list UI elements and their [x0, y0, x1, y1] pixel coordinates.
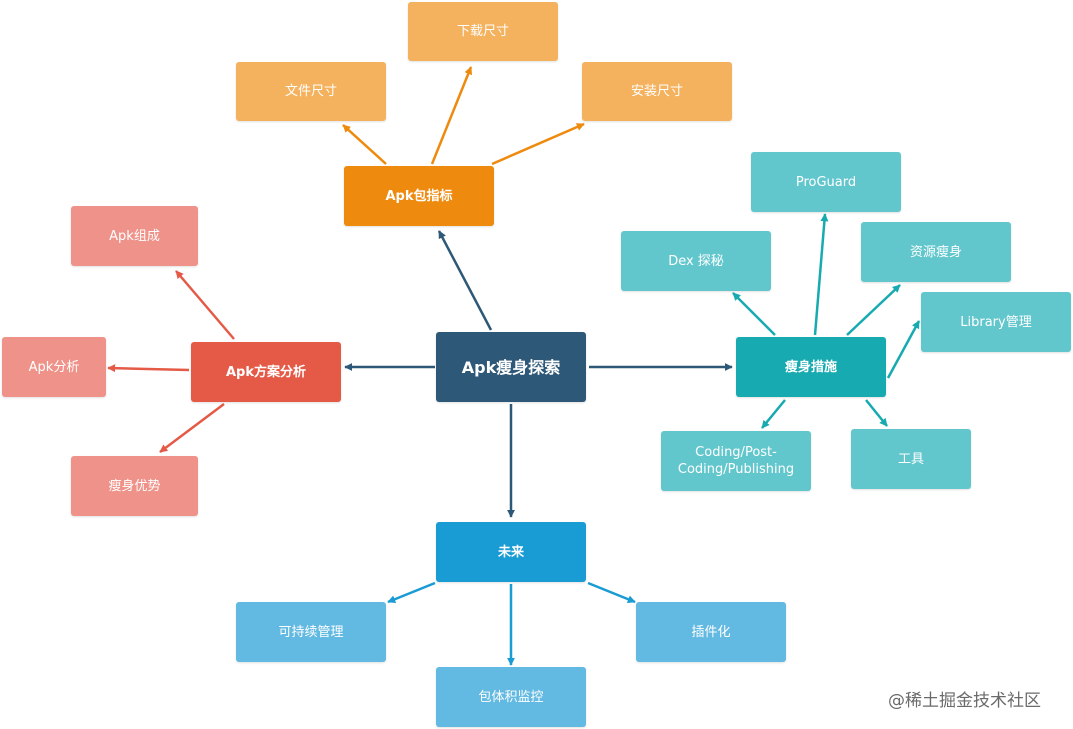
edge-measures-tools — [865, 399, 888, 427]
edge-analysis-advantage — [159, 403, 225, 453]
node-root[interactable]: Apk瘦身探索 — [436, 332, 586, 402]
node-measures-dex-label: Dex 探秘 — [668, 253, 724, 269]
node-metrics-download-label: 下载尺寸 — [456, 24, 509, 39]
node-measures-coding[interactable]: Coding/Post-Coding/Publishing — [661, 431, 811, 491]
node-metrics-download[interactable]: 下载尺寸 — [408, 2, 558, 61]
edge-measures-coding — [761, 399, 786, 429]
edge-measures-resource — [846, 284, 901, 336]
edge-metrics-install — [491, 122, 585, 166]
node-metrics-file-label: 文件尺寸 — [284, 84, 337, 99]
node-measures-tools-label: 工具 — [897, 451, 924, 467]
node-measures-library-label: Library管理 — [960, 314, 1032, 330]
node-metrics-label: Apk包指标 — [385, 188, 453, 204]
node-future-sustain-label: 可持续管理 — [278, 624, 344, 640]
node-metrics-install[interactable]: 安装尺寸 — [582, 62, 732, 121]
node-future-label: 未来 — [497, 544, 524, 560]
node-measures-proguard-label: ProGuard — [795, 174, 857, 190]
node-analysis-analyze[interactable]: Apk分析 — [2, 337, 106, 397]
node-metrics[interactable]: Apk包指标 — [344, 166, 494, 226]
node-measures-proguard[interactable]: ProGuard — [751, 152, 901, 212]
node-analysis-analyze-label: Apk分析 — [28, 359, 80, 375]
node-analysis-composition-label: Apk组成 — [109, 228, 160, 244]
edge-future-plugin — [587, 581, 636, 604]
node-measures-tools[interactable]: 工具 — [851, 429, 971, 489]
node-future-monitor[interactable]: 包体积监控 — [436, 667, 586, 727]
node-measures-resource-label: 资源瘦身 — [909, 244, 962, 260]
node-analysis-advantage-label: 瘦身优势 — [108, 478, 161, 494]
edge-future-sustain — [387, 581, 436, 604]
edge-root-metrics — [437, 230, 493, 331]
node-measures-coding-label: Coding/Post-Coding/Publishing — [677, 445, 795, 477]
node-future-plugin-label: 插件化 — [691, 624, 731, 640]
edge-analysis-analyze — [107, 364, 190, 373]
edge-metrics-download — [430, 66, 473, 165]
node-analysis-advantage[interactable]: 瘦身优势 — [71, 456, 198, 516]
node-metrics-file[interactable]: 文件尺寸 — [236, 62, 386, 121]
node-measures[interactable]: 瘦身措施 — [736, 337, 886, 397]
watermark: @稀土掘金技术社区 — [888, 691, 1041, 711]
node-future[interactable]: 未来 — [436, 522, 586, 582]
node-future-plugin[interactable]: 插件化 — [636, 602, 786, 662]
edge-measures-proguard — [813, 213, 829, 336]
node-future-sustain[interactable]: 可持续管理 — [236, 602, 386, 662]
node-future-monitor-label: 包体积监控 — [478, 689, 544, 705]
node-measures-resource[interactable]: 资源瘦身 — [861, 222, 1011, 282]
node-analysis-label: Apk方案分析 — [225, 364, 306, 380]
edge-analysis-composition — [175, 270, 235, 340]
edge-metrics-file — [342, 124, 387, 165]
edge-measures-dex — [732, 292, 776, 336]
node-measures-dex[interactable]: Dex 探秘 — [621, 231, 771, 291]
node-analysis[interactable]: Apk方案分析 — [191, 342, 341, 402]
node-metrics-install-label: 安装尺寸 — [630, 84, 683, 99]
node-measures-library[interactable]: Library管理 — [921, 292, 1071, 352]
node-measures-label: 瘦身措施 — [784, 359, 837, 375]
node-analysis-composition[interactable]: Apk组成 — [71, 206, 198, 266]
edge-measures-library — [886, 320, 921, 379]
node-root-label: Apk瘦身探索 — [461, 357, 561, 377]
